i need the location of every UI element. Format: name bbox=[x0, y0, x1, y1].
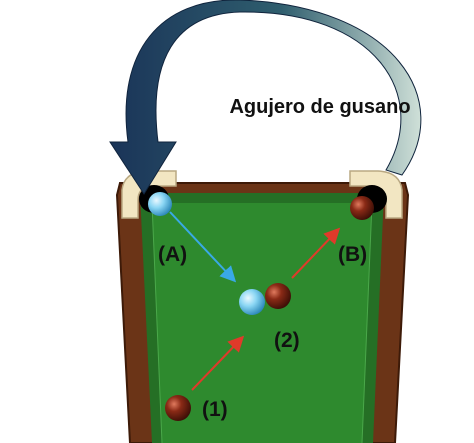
straight-arrow-icon bbox=[291, 227, 341, 279]
cue-ball-at-collision bbox=[239, 289, 265, 315]
wormhole-title: Agujero de gusano bbox=[229, 96, 410, 118]
red-ball-at-collision bbox=[265, 283, 291, 309]
label-collision: (2) bbox=[274, 329, 300, 352]
cue-ball-at-pocket-a bbox=[148, 192, 172, 216]
corner-cap-left bbox=[121, 170, 177, 219]
pool-table bbox=[115, 182, 410, 443]
table-felt bbox=[152, 203, 372, 443]
trajectories bbox=[169, 211, 341, 391]
straight-arrow-icon bbox=[191, 335, 245, 391]
label-start: (1) bbox=[202, 398, 228, 421]
curved-arrow-icon bbox=[109, 0, 422, 195]
red-ball-start bbox=[165, 395, 191, 421]
felt-edge bbox=[151, 202, 373, 443]
red-ball-at-pocket-b bbox=[350, 196, 374, 220]
label-pocket-b: (B) bbox=[338, 243, 367, 266]
straight-arrow-icon bbox=[169, 211, 237, 283]
label-pocket-a: (A) bbox=[158, 243, 187, 266]
wormhole-arrow bbox=[109, 0, 422, 195]
balls bbox=[148, 192, 374, 421]
